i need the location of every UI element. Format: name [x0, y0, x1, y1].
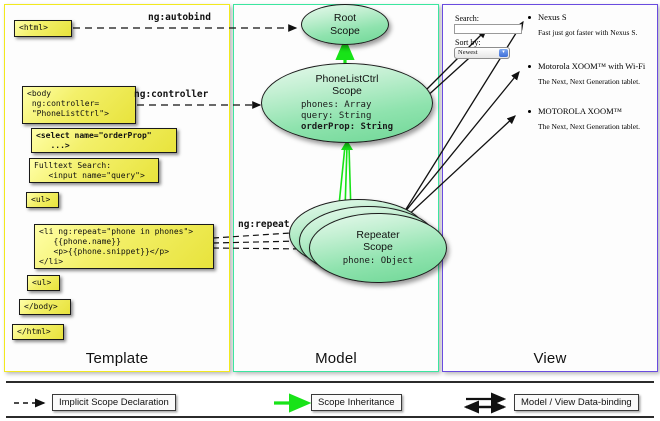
code-box-ul-close: <ul> [27, 275, 60, 291]
label-ng-controller: ng:controller [134, 89, 209, 100]
sort-select-value: Newest [458, 49, 478, 56]
view-search-label: Search: [455, 14, 479, 23]
label-ng-autobind: ng:autobind [148, 12, 211, 23]
bullet-icon [528, 65, 531, 68]
phone-snippet: Fast just got faster with Nexus S. [538, 28, 638, 37]
column-label-model: Model [315, 350, 357, 367]
legend-implicit-scope-declaration: Implicit Scope Declaration [52, 394, 176, 411]
search-input[interactable] [454, 24, 522, 34]
bullet-icon [528, 16, 531, 19]
legend-divider-top [6, 381, 654, 383]
bullet-icon [528, 110, 531, 113]
phone-name: MOTOROLA XOOM™ [538, 106, 622, 116]
phone-snippet: The Next, Next Generation tablet. [538, 122, 641, 131]
code-box-select-tag: <select name="orderProp" ...> [31, 128, 177, 153]
phone-snippet: The Next, Next Generation tablet. [538, 77, 641, 86]
scope-repeater-props: phone: Object [342, 256, 414, 267]
legend-divider-bottom [6, 416, 654, 418]
scope-phonelistctrl-title: PhoneListCtrl Scope [315, 72, 379, 98]
code-box-fulltext-search: Fulltext Search: <input name="query"> [29, 158, 159, 183]
scope-repeater-title: Repeater Scope [356, 228, 400, 254]
code-box-html-open: <html> [14, 20, 72, 37]
label-ng-repeat: ng:repeat [238, 219, 290, 230]
scope-root: Root Scope [301, 4, 389, 45]
scope-repeater-front: Repeater Scope phone: Object [309, 213, 447, 283]
prop-query: query: String [300, 111, 372, 122]
prop-phones: phones: Array [300, 100, 372, 111]
sort-select[interactable]: Newest ▾ [454, 47, 510, 59]
column-label-template: Template [85, 350, 149, 367]
phone-name: Nexus S [538, 12, 567, 22]
column-label-view: View [533, 350, 567, 367]
phone-list-item-0: Nexus S Fast just got faster with Nexus … [528, 12, 638, 37]
code-box-li-repeat: <li ng:repeat="phone in phones"> {{phone… [34, 224, 214, 269]
code-box-body-close: </body> [19, 299, 71, 315]
legend-model-view-data-binding: Model / View Data-binding [514, 394, 639, 411]
code-box-ul-open: <ul> [26, 192, 59, 208]
column-template: Template [4, 4, 230, 372]
code-box-html-close: </html> [12, 324, 64, 340]
chevron-updown-icon: ▾ [499, 49, 508, 57]
scope-root-title: Root Scope [330, 12, 360, 37]
phone-name: Motorola XOOM™ with Wi-Fi [538, 61, 646, 71]
legend-scope-inheritance: Scope Inheritance [311, 394, 402, 411]
column-view: View [442, 4, 658, 372]
prop-orderprop: orderProp: String [300, 122, 394, 133]
code-box-body-open: <body ng:controller= "PhoneListCtrl"> [22, 86, 136, 124]
phone-list-item-1: Motorola XOOM™ with Wi-Fi The Next, Next… [528, 61, 646, 86]
view-sort-label: Sort by: [455, 38, 481, 47]
phone-list-item-2: MOTOROLA XOOM™ The Next, Next Generation… [528, 106, 641, 131]
column-model: Model [233, 4, 439, 372]
